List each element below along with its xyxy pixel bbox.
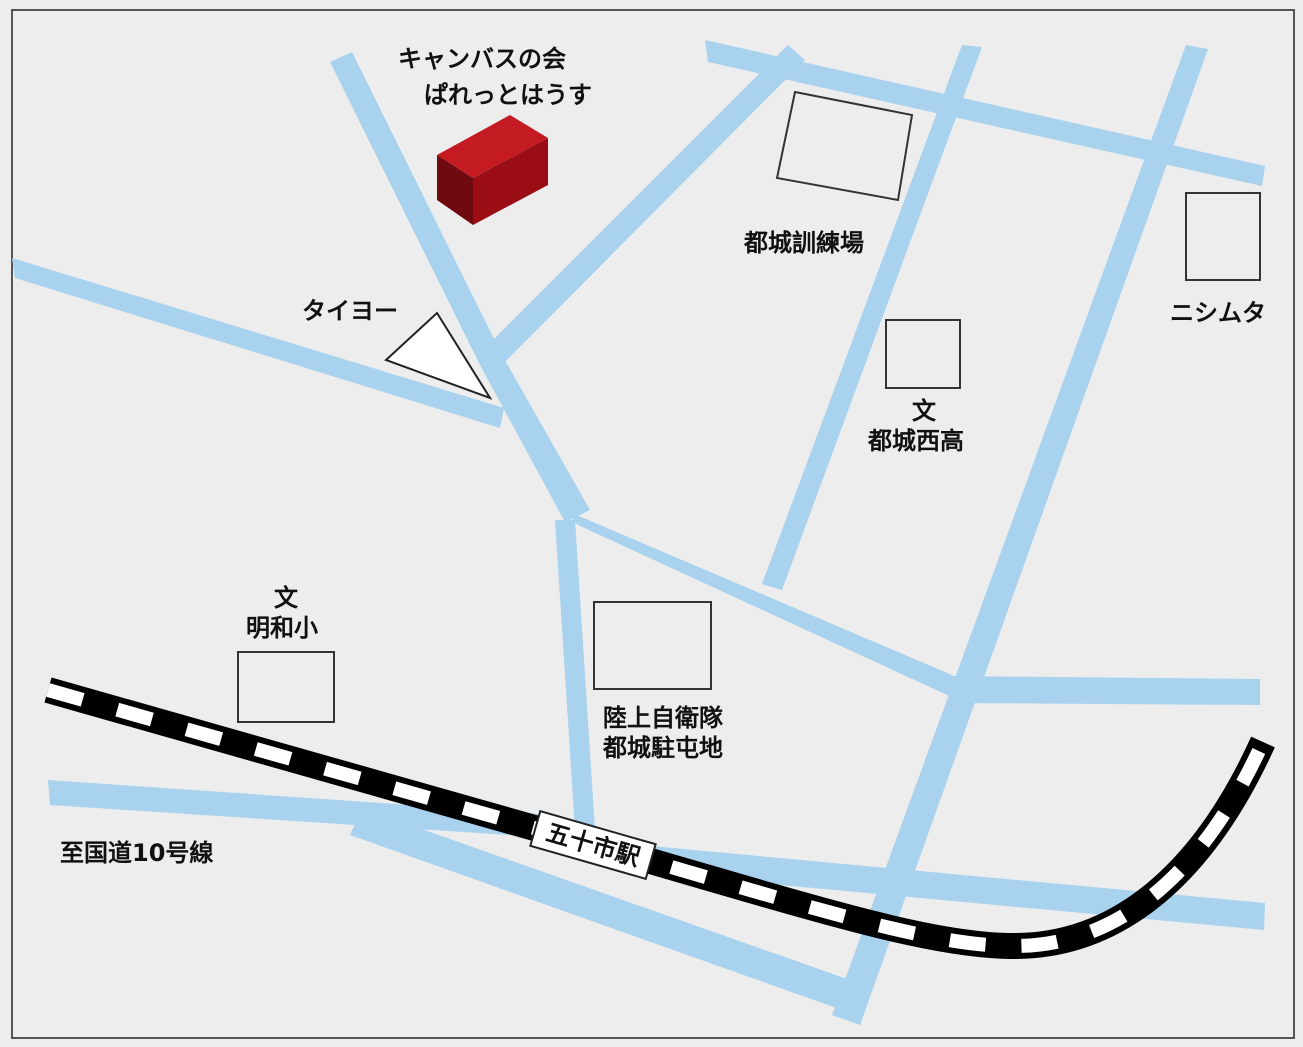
- road: [480, 355, 590, 522]
- red-building-icon: [437, 115, 548, 225]
- meiwa-school-symbol: 文: [274, 584, 298, 612]
- destination-label-line2: ぱれっとはうす: [424, 81, 592, 109]
- nishimuta-label: ニシムタ: [1170, 299, 1266, 327]
- west-high-building: [885, 319, 961, 389]
- road: [48, 780, 555, 838]
- taiyo-label: タイヨー: [302, 297, 398, 325]
- road: [705, 40, 1265, 186]
- road: [832, 45, 1208, 1025]
- road: [950, 676, 1260, 705]
- jsdf-building: [593, 601, 712, 690]
- road: [350, 808, 850, 1010]
- buildings: [237, 90, 1261, 723]
- training-ground-label: 都城訓練場: [744, 229, 864, 257]
- west-high-label: 都城西高: [868, 427, 964, 455]
- railway-track-icon: [44, 677, 1275, 960]
- road: [762, 45, 982, 590]
- roads: [12, 40, 1265, 1025]
- road: [330, 52, 502, 365]
- meiwa-school-building: [237, 651, 335, 723]
- training-ground-building: [775, 90, 914, 202]
- destination-label-line1: キャンバスの会: [398, 45, 566, 73]
- jsdf-label-line1: 陸上自衛隊: [603, 704, 723, 732]
- road: [560, 508, 958, 700]
- jsdf-label-line2: 都城駐屯地: [603, 734, 723, 762]
- road: [555, 520, 595, 830]
- west-high-school-symbol: 文: [912, 397, 936, 425]
- nishimuta-building: [1185, 192, 1261, 281]
- station-sign: [529, 809, 657, 881]
- meiwa-label: 明和小: [246, 614, 318, 642]
- road: [12, 258, 504, 428]
- triangle-store-icon: [384, 311, 493, 400]
- map-border: [11, 9, 1295, 1039]
- road: [488, 45, 805, 362]
- route10-label: 至国道10号線: [60, 839, 214, 867]
- road: [640, 845, 1265, 930]
